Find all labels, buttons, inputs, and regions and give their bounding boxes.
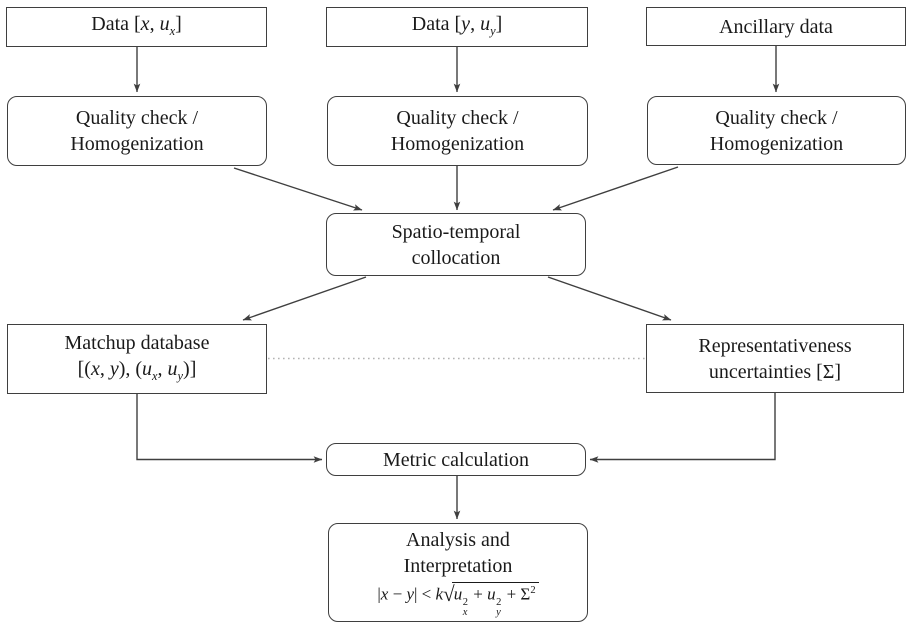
label-text: Data [ bbox=[411, 12, 462, 35]
node-collocation: Spatio-temporal collocation bbox=[326, 213, 586, 276]
node-quality-check-y: Quality check / Homogenization bbox=[327, 96, 588, 166]
node-ancillary-label: Ancillary data bbox=[719, 15, 833, 38]
collocation-line1: Spatio-temporal bbox=[391, 220, 521, 243]
math-var: u bbox=[487, 585, 496, 605]
representativeness-line2: uncertainties [Σ] bbox=[708, 360, 842, 383]
representativeness-line1: Representativeness bbox=[698, 334, 852, 357]
node-metric-calculation: Metric calculation bbox=[326, 443, 586, 476]
label-text: , bbox=[99, 357, 110, 380]
edge-qc-x-to-collocation bbox=[233, 167, 363, 211]
metric-label: Metric calculation bbox=[382, 448, 530, 471]
edge-collocation-to-matchup bbox=[242, 276, 367, 321]
node-representativeness-uncertainties: Representativeness uncertainties [Σ] bbox=[646, 324, 904, 393]
math-sup: 2 bbox=[530, 585, 536, 597]
label-text: + bbox=[468, 585, 488, 605]
qc-line2: Homogenization bbox=[390, 133, 525, 155]
math-sup: 2 bbox=[496, 596, 502, 608]
math-var: x bbox=[380, 585, 389, 605]
node-data-x-label: Data [x, ux] bbox=[91, 11, 181, 44]
qc-line1: Quality check / bbox=[75, 107, 199, 129]
collocation-line2: collocation bbox=[411, 246, 501, 269]
math-var: u bbox=[159, 12, 170, 35]
label-text: , bbox=[149, 12, 160, 35]
math-var: y bbox=[461, 12, 471, 35]
math-var: u bbox=[453, 585, 463, 605]
qc-line1: Quality check / bbox=[396, 107, 519, 129]
label-text: Data [ bbox=[91, 12, 141, 35]
math-var: y bbox=[406, 585, 414, 605]
label-text: )] bbox=[183, 357, 197, 380]
edge-matchup-to-metric bbox=[136, 394, 323, 463]
math-var: x bbox=[140, 12, 150, 35]
label-text: + bbox=[502, 585, 521, 605]
math-sub: x bbox=[152, 368, 158, 383]
math-var: x bbox=[90, 357, 100, 380]
math-sigma: Σ bbox=[520, 585, 531, 605]
edge-representativeness-to-metric bbox=[589, 393, 776, 463]
label-text: | bbox=[377, 585, 381, 605]
node-quality-check-ancillary: Quality check / Homogenization bbox=[647, 96, 906, 165]
node-analysis-interpretation: Analysis and Interpretation |x − y| < k√… bbox=[328, 523, 588, 622]
label-text: ] bbox=[495, 12, 503, 35]
label-text: [( bbox=[77, 357, 91, 380]
label-text: , bbox=[157, 357, 168, 380]
matchup-line1: Matchup database bbox=[64, 331, 210, 354]
node-ancillary-data: Ancillary data bbox=[646, 7, 906, 46]
qc-line1: Quality check / bbox=[715, 106, 838, 129]
analysis-line1: Analysis and bbox=[406, 529, 510, 552]
math-var: k bbox=[435, 585, 444, 605]
label-text: − bbox=[388, 585, 407, 605]
node-data-y: Data [y, uy] bbox=[326, 7, 588, 47]
math-var: u bbox=[167, 357, 178, 380]
label-text: ] bbox=[175, 12, 182, 35]
sqrt-symbol: √ bbox=[443, 582, 455, 607]
math-sub: x bbox=[169, 23, 176, 38]
math-sup: 2 bbox=[462, 596, 468, 608]
edge-collocation-to-representativeness bbox=[547, 276, 672, 321]
math-sub: x bbox=[462, 606, 468, 618]
qc-line2: Homogenization bbox=[709, 132, 844, 155]
label-text: , bbox=[470, 12, 481, 35]
math-var: u bbox=[480, 12, 491, 35]
edge-qc-ancillary-to-collocation bbox=[552, 166, 679, 211]
qc-line2: Homogenization bbox=[70, 133, 204, 155]
node-quality-check-x: Quality check / Homogenization bbox=[7, 96, 267, 166]
math-var: u bbox=[142, 357, 153, 380]
node-matchup-database: Matchup database [(x, y), (ux, uy)] bbox=[7, 324, 267, 394]
label-text: ), ( bbox=[118, 357, 143, 380]
node-data-y-label: Data [y, uy] bbox=[412, 11, 502, 44]
math-sub: y bbox=[490, 23, 496, 38]
math-sub: y bbox=[177, 368, 184, 383]
analysis-line2: Interpretation bbox=[403, 555, 513, 578]
node-data-x: Data [x, ux] bbox=[6, 7, 267, 47]
label-text: | < bbox=[413, 585, 436, 605]
math-var: y bbox=[109, 357, 119, 380]
math-sub: y bbox=[496, 606, 501, 618]
matchup-line2: [(x, y), (ux, uy)] bbox=[78, 356, 197, 389]
